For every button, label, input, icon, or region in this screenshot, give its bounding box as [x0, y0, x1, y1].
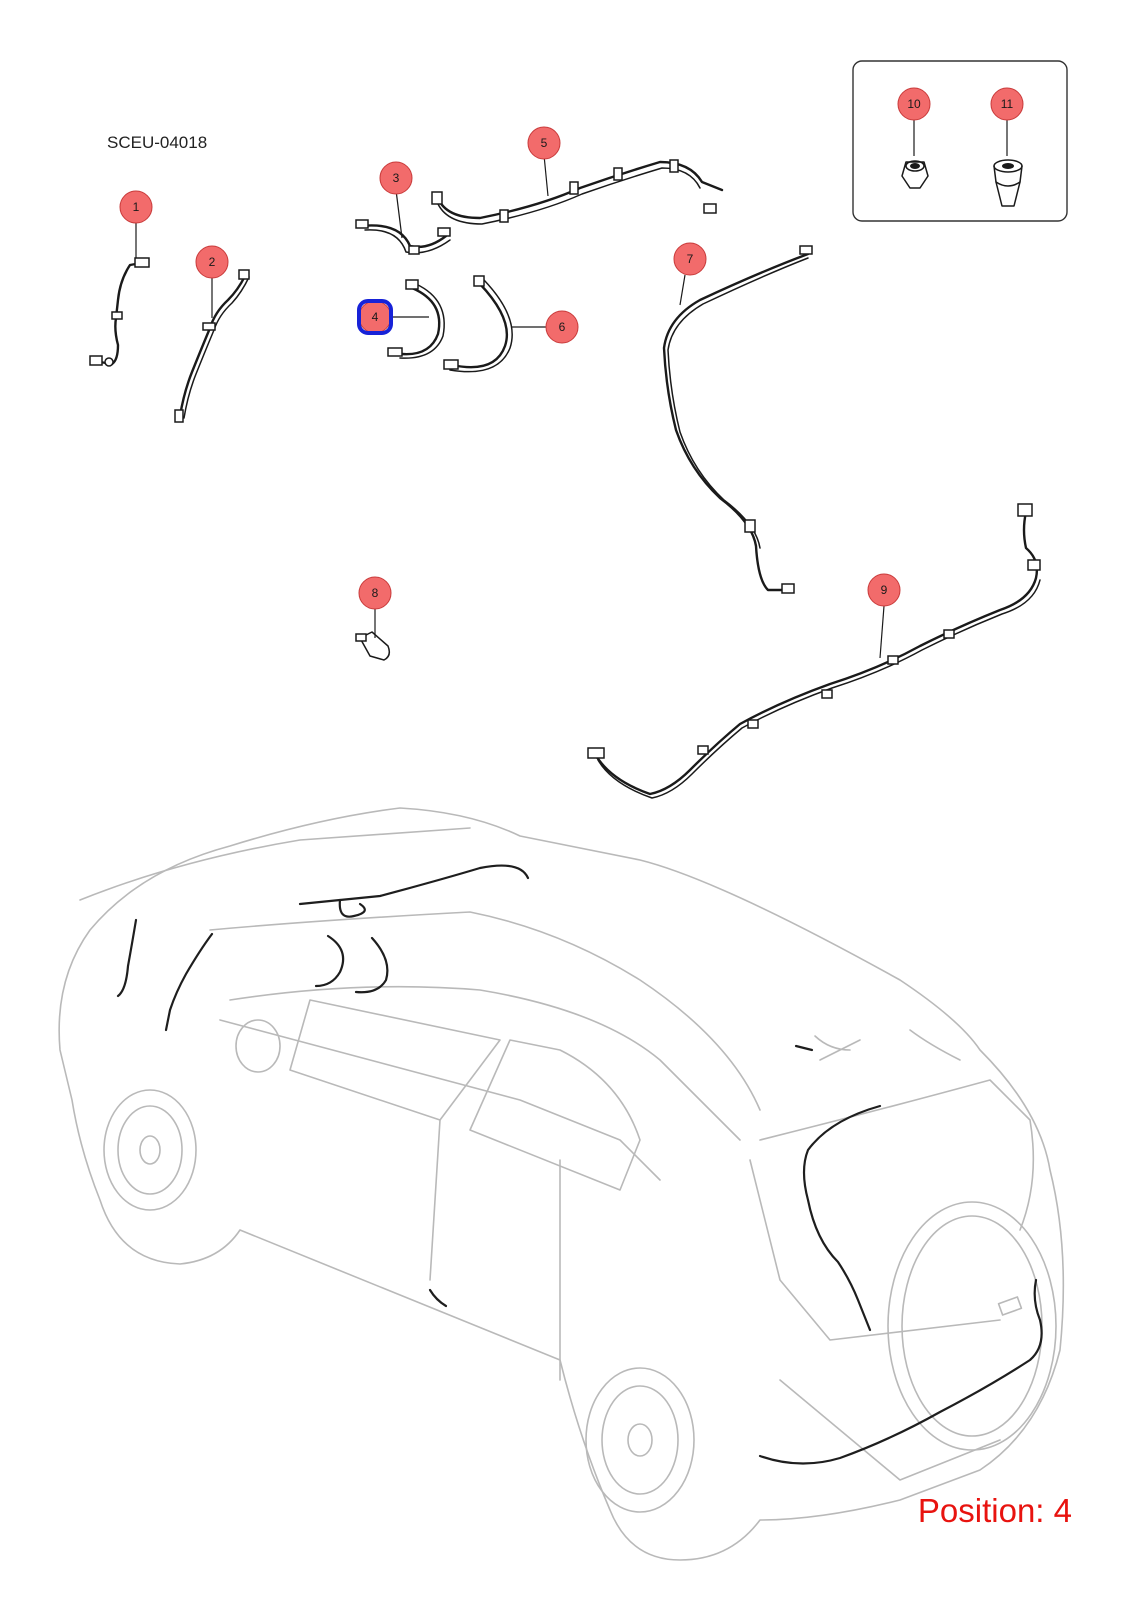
svg-text:7: 7	[687, 252, 694, 266]
part-4-harness[interactable]	[387, 279, 445, 359]
callout-6[interactable]: 6	[545, 310, 579, 344]
callout-7[interactable]: 7	[673, 242, 707, 276]
svg-text:4: 4	[372, 310, 379, 324]
svg-text:10: 10	[907, 97, 921, 111]
part-7-harness[interactable]	[662, 245, 813, 594]
callout-8[interactable]: 8	[358, 576, 392, 610]
callout-5[interactable]: 5	[527, 126, 561, 160]
callout-1[interactable]: 1	[119, 190, 153, 224]
part-5-harness[interactable]	[431, 159, 724, 225]
svg-text:6: 6	[559, 320, 566, 334]
vehicle-outline	[58, 807, 1065, 1561]
vehicle-harness-overlay	[116, 864, 1043, 1465]
part-1-harness[interactable]	[89, 257, 150, 367]
svg-text:8: 8	[372, 586, 379, 600]
svg-text:11: 11	[1001, 97, 1014, 111]
callout-9[interactable]: 9	[867, 573, 901, 607]
position-indicator: Position: 4	[917, 1492, 1072, 1529]
fastener-inset-box	[852, 60, 1068, 222]
part-6-harness[interactable]	[443, 275, 513, 373]
svg-text:9: 9	[881, 583, 888, 597]
callout-11[interactable]: 11	[990, 87, 1024, 121]
diagram-code: SCEU-04018	[107, 133, 208, 152]
svg-text:5: 5	[541, 136, 548, 150]
part-9-harness[interactable]	[587, 503, 1041, 799]
leader-lines	[135, 120, 1008, 659]
selected-callout-highlight	[357, 299, 393, 335]
callout-3[interactable]: 3	[379, 161, 413, 195]
callout-10[interactable]: 10	[897, 87, 931, 121]
part-10-nut[interactable]	[901, 160, 929, 189]
callout-4[interactable]: 4	[357, 299, 393, 335]
part-11-clip[interactable]	[993, 159, 1023, 207]
svg-text:3: 3	[393, 171, 400, 185]
part-2-harness[interactable]	[174, 269, 250, 423]
svg-text:2: 2	[209, 255, 216, 269]
part-3-harness[interactable]	[355, 219, 451, 255]
callout-2[interactable]: 2	[195, 245, 229, 279]
svg-text:1: 1	[133, 200, 140, 214]
part-8-clip[interactable]	[355, 631, 391, 661]
